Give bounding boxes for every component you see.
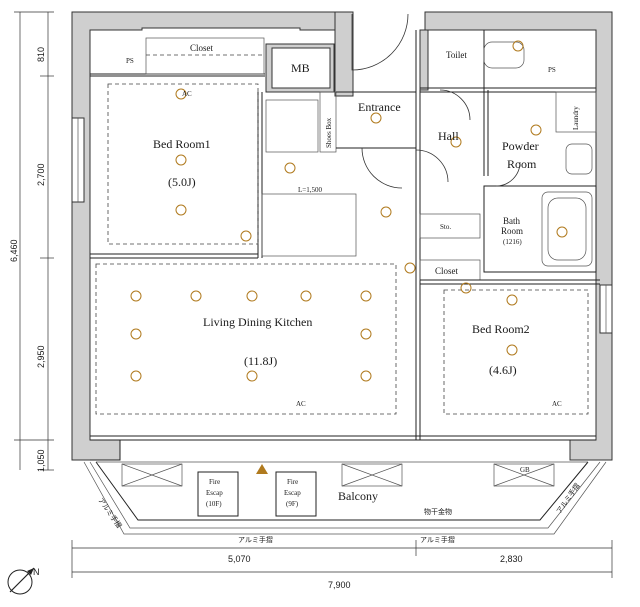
dim-7900: 7,900 — [328, 580, 351, 590]
interior-walls — [90, 30, 600, 441]
sto-label: Sto. — [440, 223, 451, 231]
ps-right-label: PS — [548, 66, 556, 74]
dim-total-vertical: 6,460 — [9, 239, 19, 262]
toilet-label: Toilet — [446, 50, 467, 60]
ac-label-3: AC — [552, 400, 562, 408]
dim-2700: 2,700 — [36, 163, 46, 186]
kitchen-length-label: L=1,500 — [298, 186, 322, 194]
dim-5070: 5,070 — [228, 554, 251, 564]
mb-label: MB — [291, 61, 310, 75]
entrance-label: Entrance — [358, 100, 401, 114]
bath-room-label-2: Room — [501, 226, 523, 236]
ac-label-1: AC — [182, 90, 192, 98]
fire-escape-1-line3: (10F) — [206, 500, 222, 508]
compass-north: N — [33, 567, 40, 577]
doors — [351, 13, 521, 189]
dim-2830: 2,830 — [500, 554, 523, 564]
hardware-label: 物干金物 — [424, 507, 452, 516]
closet-mid-label: Closet — [435, 266, 459, 276]
bedroom1-label: Bed Room1 — [153, 137, 211, 151]
rail-bottom-left-label: アルミ手摺 — [238, 535, 273, 544]
powder-room-label-2: Room — [507, 157, 537, 171]
bedroom2-label: Bed Room2 — [472, 322, 530, 336]
laundry-label: Laundry — [572, 106, 580, 130]
room-labels: Bed Room1 (5.0J) Living Dining Kitchen (… — [126, 43, 580, 503]
dimension-lines — [14, 11, 613, 578]
bath-room-label-3: (1216) — [503, 238, 522, 246]
rail-bottom-right-label: アルミ手摺 — [420, 535, 455, 544]
dim-2950: 2,950 — [36, 345, 46, 368]
balcony-label: Balcony — [338, 489, 378, 503]
dimension-labels: 6,460 810 2,700 2,950 1,050 5,070 2,830 … — [9, 47, 523, 590]
gb-label: GB — [520, 466, 530, 474]
light-fixtures — [130, 40, 568, 382]
fire-escape-2-line1: Fire — [287, 478, 298, 486]
ac-label-2: AC — [296, 400, 306, 408]
hall-label: Hall — [438, 129, 459, 143]
fire-escape-1-line1: Fire — [209, 478, 220, 486]
bedroom2-size: (4.6J) — [489, 363, 517, 377]
ps-left-label: PS — [126, 57, 134, 65]
fire-escape-1-line2: Escap — [206, 489, 223, 497]
fire-escape-2-line3: (9F) — [286, 500, 299, 508]
fire-escape-2-line2: Escap — [284, 489, 301, 497]
bedroom1-size: (5.0J) — [168, 175, 196, 189]
shoes-box-label: Shoes Box — [325, 117, 333, 148]
ldk-label: Living Dining Kitchen — [203, 315, 312, 329]
ldk-size: (11.8J) — [244, 354, 277, 368]
exterior-walls — [71, 11, 613, 461]
balcony — [83, 440, 607, 535]
compass — [7, 567, 35, 595]
dim-810: 810 — [36, 47, 46, 62]
closet-top-label: Closet — [190, 43, 214, 53]
bath-room-label-1: Bath — [503, 216, 520, 226]
rail-left-label: アルミ手摺 — [96, 496, 123, 530]
dim-1050: 1,050 — [36, 449, 46, 472]
powder-room-label-1: Powder — [502, 139, 539, 153]
